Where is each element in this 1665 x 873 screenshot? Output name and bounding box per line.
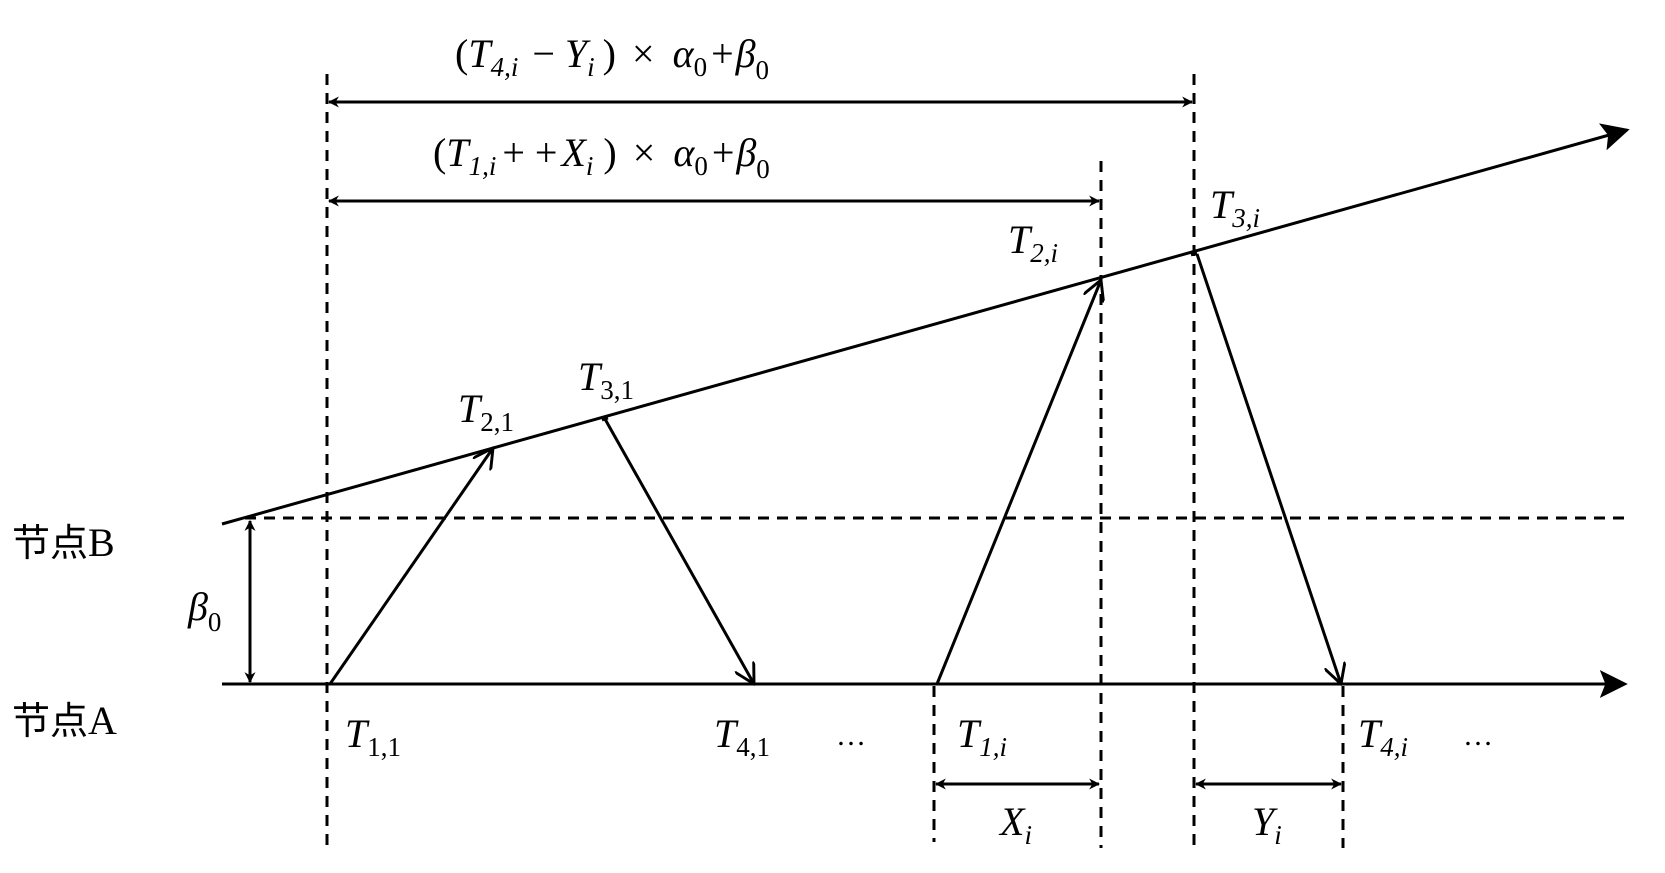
- label-t4i: T4,i: [1358, 711, 1408, 762]
- label-t3i: T3,i: [1210, 182, 1260, 233]
- tick-t31: [601, 416, 609, 422]
- ellipsis-2: …: [1463, 719, 1493, 752]
- message-t3i-to-t4i: [1195, 253, 1341, 684]
- label-t11: T1,1: [345, 711, 401, 762]
- message-t31-to-t41: [603, 418, 754, 684]
- label-t31: T3,1: [578, 354, 634, 405]
- label-t21: T2,1: [458, 386, 514, 437]
- beta0-label: β0: [187, 584, 221, 637]
- formula-top: (T4,i−Yi)×α0+β0: [455, 31, 769, 85]
- label-t2i: T2,i: [1008, 217, 1058, 268]
- label-t1i: T1,i: [957, 711, 1007, 762]
- message-t1i-to-t2i: [935, 280, 1101, 685]
- message-t11-to-t21: [328, 448, 493, 685]
- ellipsis-1: …: [836, 719, 866, 752]
- label-yi: Yi: [1252, 799, 1282, 850]
- node-b-label: 节点B: [12, 520, 115, 565]
- node-b-timeline: [221, 123, 1630, 526]
- node-a-label: 节点A: [12, 698, 117, 743]
- label-t41: T4,1: [714, 711, 770, 762]
- tick-t3i: [1190, 251, 1198, 257]
- formula-second: (T1,i+ +Xi)×α0+β0: [433, 130, 770, 184]
- label-xi: Xi: [998, 799, 1032, 850]
